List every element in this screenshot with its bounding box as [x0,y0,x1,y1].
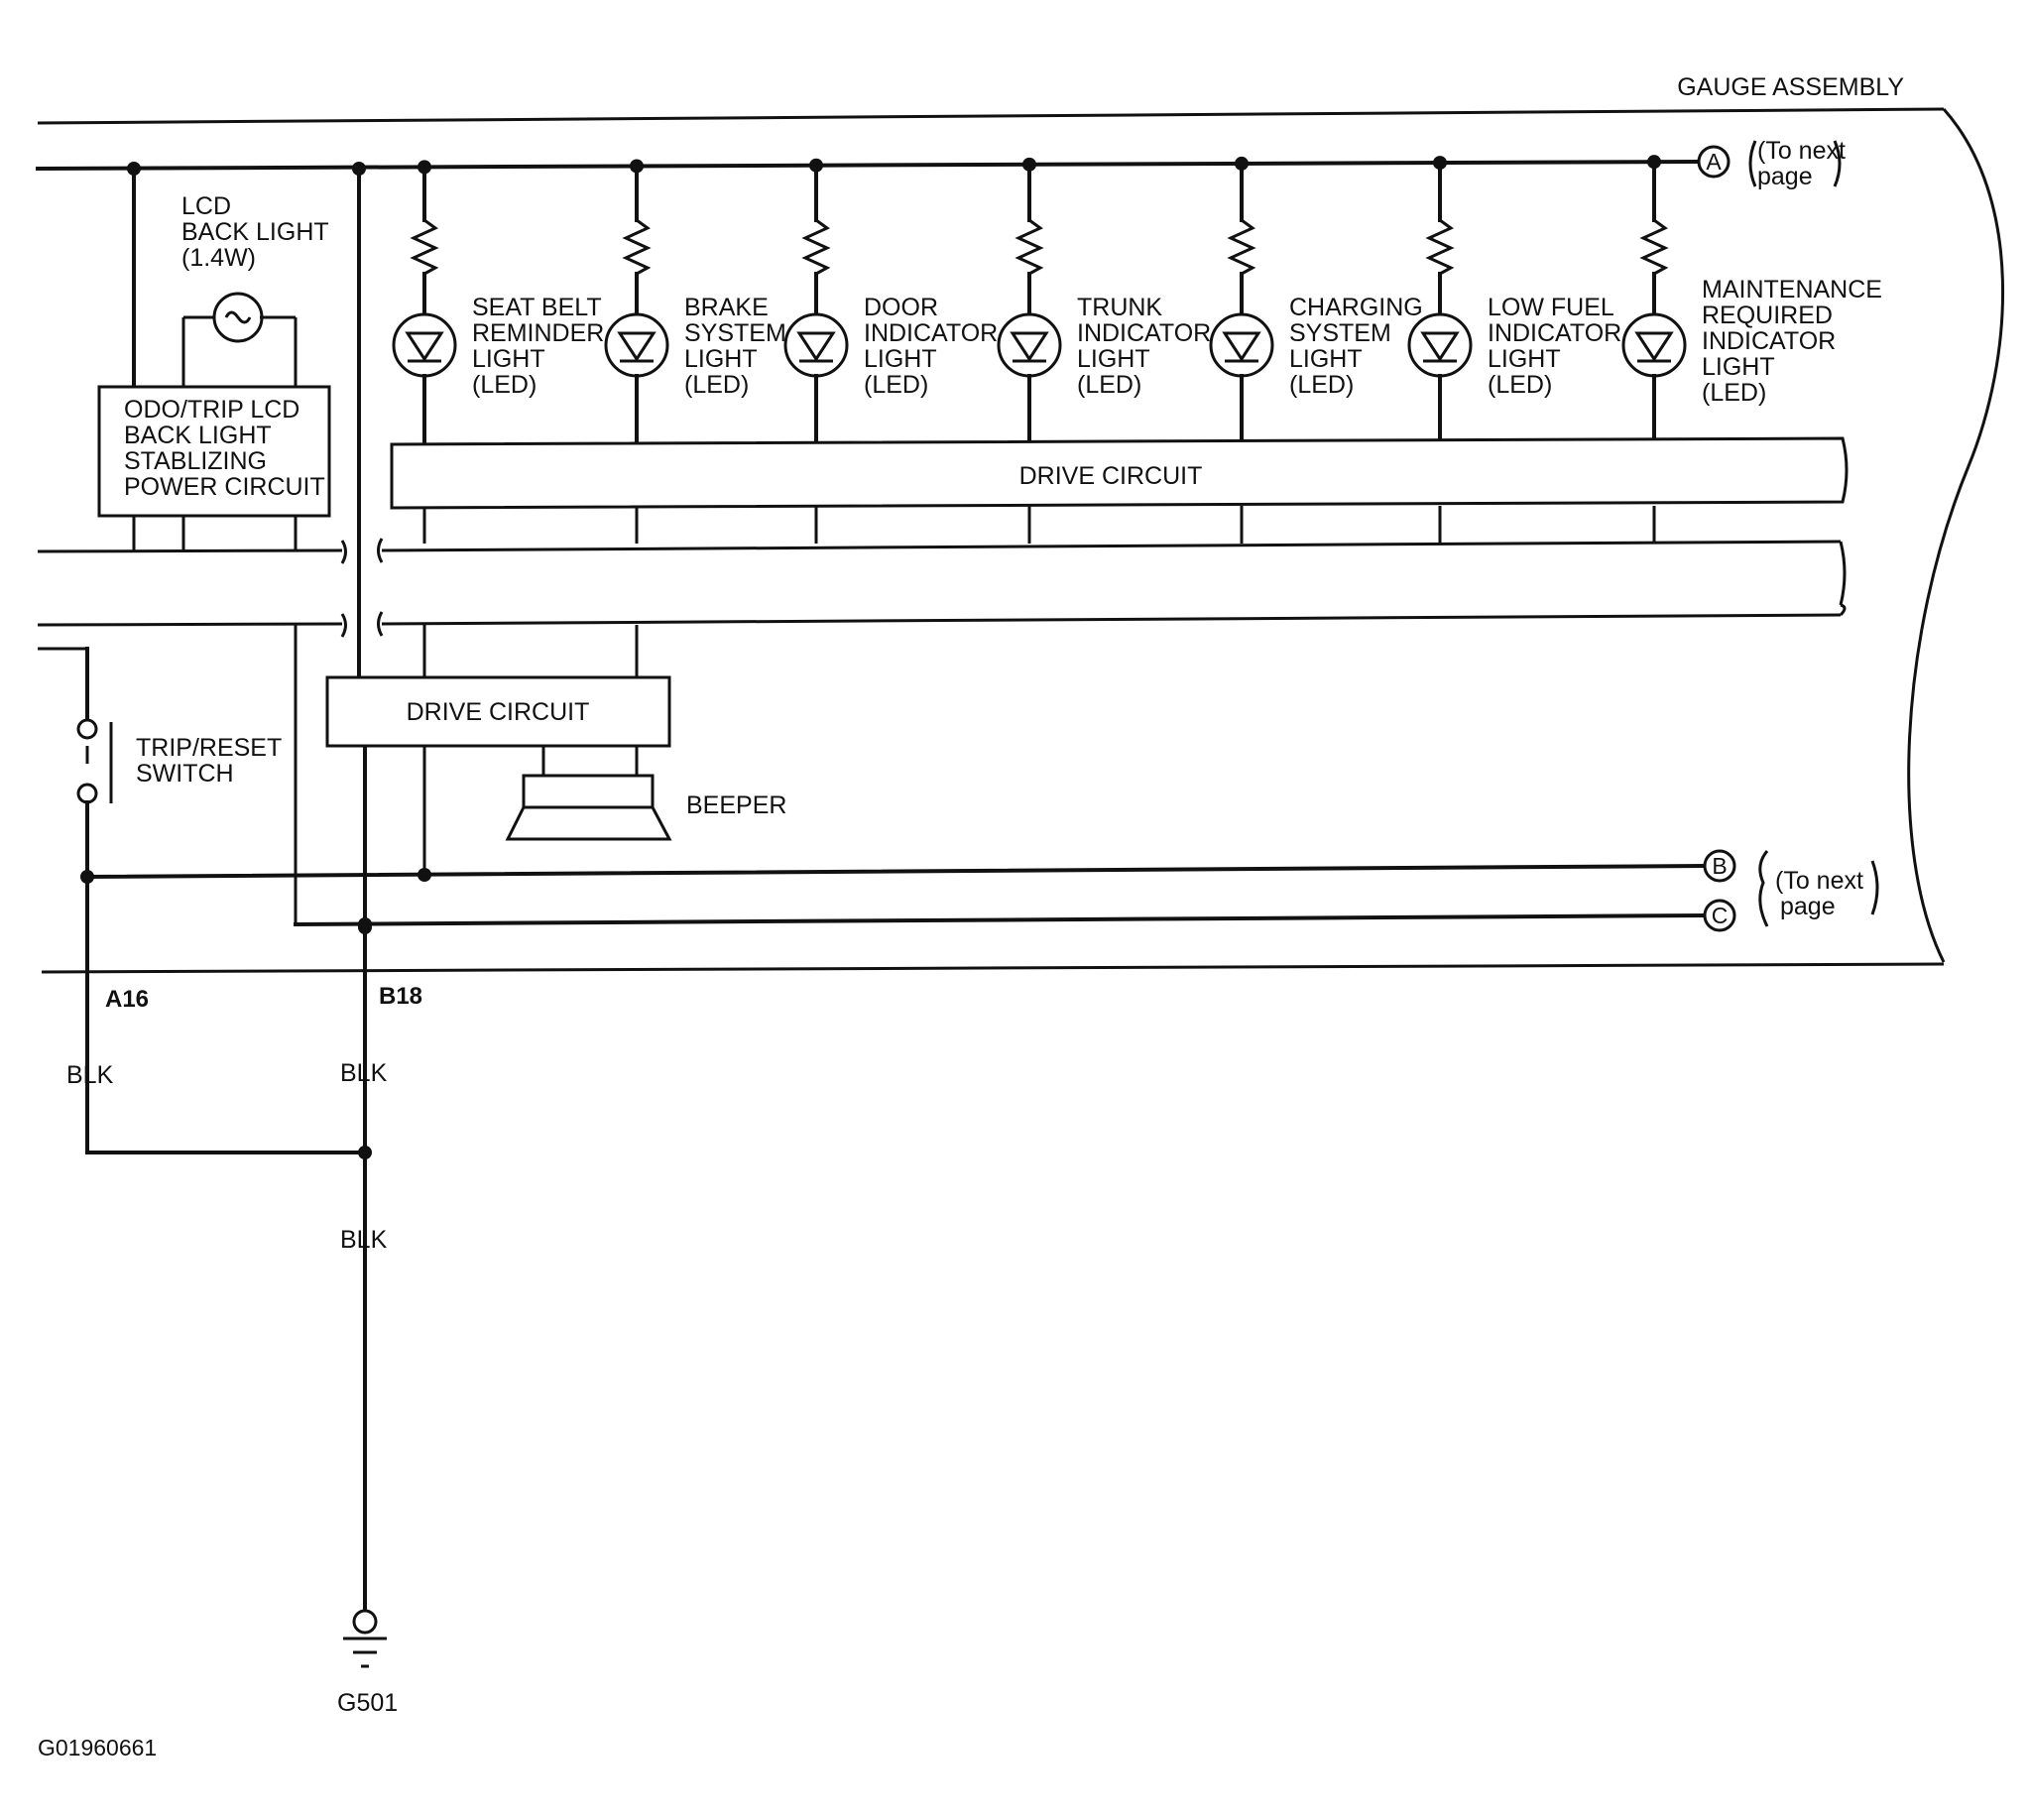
svg-text:B: B [1712,853,1727,879]
indicator-light-label: (LED) [864,371,928,399]
wire-color-right: BLK [340,1059,388,1087]
svg-text:STABLIZING: STABLIZING [124,447,267,475]
terminal-b18: B18 [379,983,422,1010]
drive-circuit-beeper-label: DRIVE CIRCUIT [407,698,590,726]
svg-text:SWITCH: SWITCH [136,760,234,788]
indicator-light-label: LIGHT [864,345,937,373]
indicator-light-label: LIGHT [1077,345,1150,373]
connector-a: A (To next page [1697,137,1846,190]
indicator-light-label: BRAKE [684,294,769,321]
indicator-light-label: CHARGING [1289,294,1423,321]
indicator-light-label: REMINDER [472,319,604,347]
diode-triangle-icon [1222,331,1261,362]
svg-text:POWER CIRCUIT: POWER CIRCUIT [124,473,325,501]
indicator-light-label: INDICATOR [1702,327,1836,355]
indicator-light-label: LOW FUEL [1488,294,1614,321]
svg-text:TRIP/RESET: TRIP/RESET [136,734,282,762]
terminal-a16: A16 [105,986,149,1013]
odo-trip-power-circuit: ODO/TRIP LCD BACK LIGHT STABLIZING POWER… [97,385,331,551]
resistor-icon [622,218,652,276]
gauge-assembly-boundary [37,107,2004,974]
svg-text:LCD: LCD [181,192,231,220]
figure-id: G01960661 [38,1735,157,1760]
resistor-icon [1639,218,1669,276]
connector-bc-note: (To next page [1758,850,1879,927]
indicator-light-label: SYSTEM [1289,319,1391,347]
indicator-light-label: (LED) [1702,379,1766,407]
resistor-icon [1227,218,1256,276]
drive-circuit-beeper: DRIVE CIRCUIT [325,625,671,882]
led-icon [997,312,1062,378]
drive-circuit-main-label: DRIVE CIRCUIT [1019,462,1203,490]
drive-circuit-main: DRIVE CIRCUIT [390,436,1849,510]
svg-text:(To next: (To next [1757,137,1846,165]
svg-text:C: C [1712,903,1729,928]
power-bus [35,159,1699,176]
indicator-light-label: INDICATOR [864,319,998,347]
led-icon [1209,312,1274,378]
resistor-icon [410,218,439,276]
wire-color-left: BLK [66,1061,114,1089]
resistor-icon [1425,218,1455,276]
indicator-light-label: (LED) [1289,371,1354,399]
output-lines [80,863,1707,931]
indicator-light-label: DOOR [864,294,938,321]
indicator-light-label: MAINTENANCE [1702,276,1882,303]
wire-color-lower: BLK [340,1226,388,1254]
svg-text:page: page [1757,163,1813,190]
indicator-light-label: TRUNK [1077,294,1162,321]
connector-c: C [1703,899,1736,932]
indicator-light-label: LIGHT [684,345,758,373]
gauge-assembly-label: GAUGE ASSEMBLY [1677,73,1904,101]
led-icon [1407,312,1473,378]
diode-triangle-icon [1634,331,1674,362]
diode-triangle-icon [1010,331,1049,362]
lcd-back-light: LCD BACK LIGHT (1.4W) [132,167,329,389]
svg-text:(1.4W): (1.4W) [181,244,256,272]
led-icon [783,312,849,378]
trip-reset-switch: TRIP/RESET SWITCH [38,647,282,1154]
svg-text:BACK LIGHT: BACK LIGHT [181,218,329,246]
led-icon [392,312,457,378]
indicator-light-label: (LED) [472,371,537,399]
svg-text:(To next: (To next [1775,867,1863,895]
beeper: BEEPER [505,746,786,841]
indicator-light-label: SYSTEM [684,319,786,347]
indicator-light-label: LIGHT [472,345,545,373]
ground-wiring [85,1146,387,1668]
connector-b: B [1703,849,1736,883]
diode-triangle-icon [405,331,444,362]
beeper-label: BEEPER [686,791,786,819]
svg-text:BACK LIGHT: BACK LIGHT [124,422,272,449]
svg-text:ODO/TRIP LCD: ODO/TRIP LCD [124,396,299,424]
led-icon [604,312,669,378]
indicator-light-label: SEAT BELT [472,294,602,321]
diode-triangle-icon [1420,331,1460,362]
indicator-light-label: INDICATOR [1488,319,1621,347]
svg-text:page: page [1780,893,1836,920]
resistor-icon [1015,218,1044,276]
indicator-light-label: LIGHT [1702,353,1775,381]
indicator-light-label: (LED) [684,371,749,399]
resistor-icon [801,218,831,276]
indicator-light-label: LIGHT [1488,345,1561,373]
svg-text:A: A [1706,149,1722,175]
vertical-feed [294,167,372,1154]
diode-triangle-icon [796,331,836,362]
indicator-light-label: (LED) [1488,371,1552,399]
indicator-light-label: INDICATOR [1077,319,1211,347]
led-icon [1621,312,1687,378]
indicator-light-label: REQUIRED [1702,302,1833,329]
ground-g501: G501 [337,1689,398,1717]
diode-triangle-icon [617,331,657,362]
indicator-light-columns: SEAT BELTREMINDERLIGHT(LED)BRAKESYSTEMLI… [392,155,1882,544]
internal-bus-bands [37,538,1847,638]
indicator-light-label: LIGHT [1289,345,1363,373]
indicator-light-label: (LED) [1077,371,1141,399]
